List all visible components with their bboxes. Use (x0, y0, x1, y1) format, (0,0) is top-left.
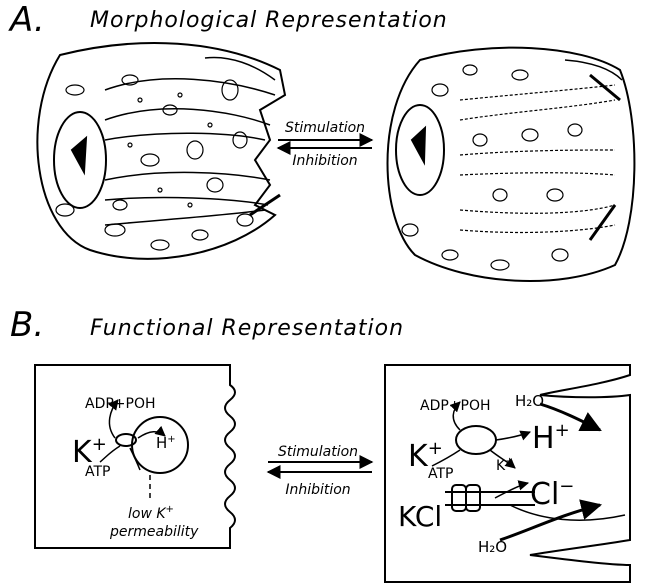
resting-permeability-label-2: permeability (109, 524, 199, 540)
stimulated-cl-label: Cl− (530, 476, 574, 512)
section-a-title: Morphological Representation (90, 8, 448, 33)
resting-permeability-label-1: low K+ (128, 504, 174, 522)
stimulated-atp-label: ATP (428, 466, 453, 482)
section-b-inhibition-label: Inhibition (285, 482, 350, 498)
section-b-stimulation-label: Stimulation (278, 444, 358, 460)
section-a-inhibition-label: Inhibition (292, 153, 357, 169)
section-b-letter: B. (10, 305, 45, 345)
resting-adp-label: ADP+POH (85, 396, 156, 412)
resting-cell-organelles (55, 56, 281, 251)
resting-k-label: K+ (72, 434, 107, 470)
section-a-arrows (276, 133, 374, 155)
resting-h-label: H+ (156, 434, 176, 452)
stimulated-cell-organelles (401, 59, 623, 271)
stimulated-k-small-label: K+ (496, 456, 514, 474)
resting-functional-cell (34, 364, 236, 549)
stimulated-h-label: H+ (532, 420, 570, 456)
stimulated-functional-cell (384, 364, 631, 583)
stimulated-cell-drawing (386, 46, 636, 282)
stimulated-h2o-top-label: H₂O (515, 392, 544, 410)
section-a-stimulation-label: Stimulation (285, 120, 365, 136)
stimulated-k-label: K+ (408, 438, 443, 474)
section-b-title: Functional Representation (90, 316, 405, 341)
resting-functional-arrows (99, 399, 166, 500)
stimulated-functional-arrows (431, 401, 603, 542)
stimulated-adp-label: ADP+POH (420, 398, 491, 414)
section-a-letter: A. (10, 0, 45, 40)
stimulated-h2o-bottom-label: H₂O (478, 538, 507, 556)
resting-cell-drawing (36, 42, 287, 260)
resting-atp-label: ATP (85, 464, 110, 480)
stimulated-kcl-label: KCl (398, 500, 442, 533)
section-b-arrows (266, 455, 374, 479)
